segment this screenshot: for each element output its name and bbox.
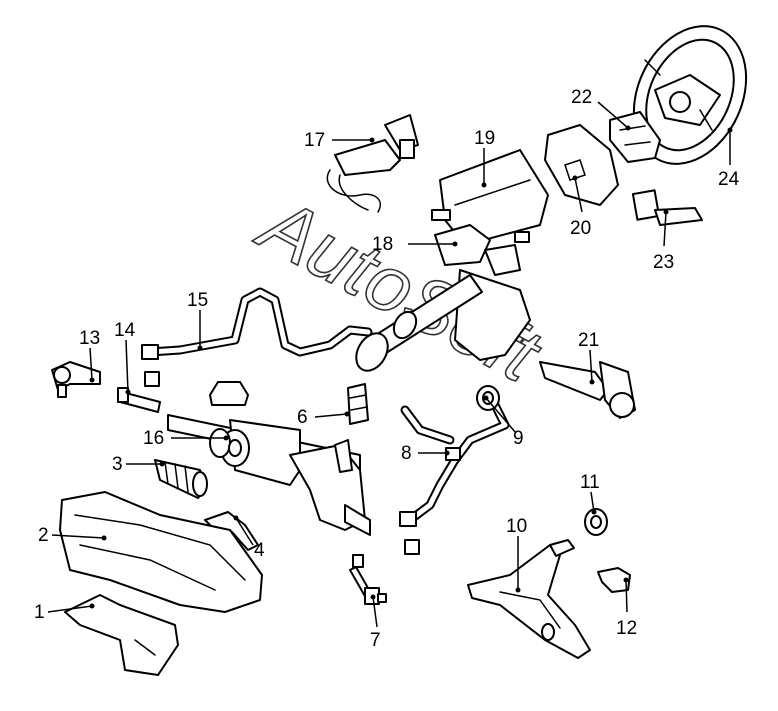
lower-control-arm-part bbox=[467, 539, 591, 659]
callout-10: 10 bbox=[506, 516, 527, 537]
steering-wheel-part bbox=[632, 25, 748, 165]
stabilizer-link-part bbox=[349, 554, 387, 605]
callout-16: 16 bbox=[143, 428, 164, 449]
callout-8: 8 bbox=[401, 443, 412, 464]
rack-boot-part bbox=[154, 459, 208, 499]
rack-bushing-part bbox=[209, 428, 250, 467]
callout-3: 3 bbox=[112, 454, 123, 475]
steering-rack-part bbox=[167, 381, 371, 536]
lower-stabilizer-bar-part bbox=[399, 390, 510, 555]
steering-column-shaft-part bbox=[355, 269, 531, 372]
callout-20: 20 bbox=[570, 218, 591, 239]
combination-switch-part bbox=[631, 189, 703, 226]
bushing-bracket-part bbox=[597, 567, 631, 593]
callout-23: 23 bbox=[653, 252, 674, 273]
callout-7: 7 bbox=[370, 630, 381, 651]
callout-6: 6 bbox=[297, 407, 308, 428]
front-subframe-part bbox=[59, 491, 263, 613]
callout-13: 13 bbox=[79, 328, 100, 349]
callout-14: 14 bbox=[114, 320, 136, 341]
callout-19: 19 bbox=[474, 128, 495, 149]
callout-22: 22 bbox=[571, 87, 592, 108]
callout-2: 2 bbox=[38, 525, 49, 546]
callout-11: 11 bbox=[580, 472, 600, 493]
adjuster-part bbox=[117, 387, 161, 413]
callout-12: 12 bbox=[616, 618, 637, 639]
callout-24: 24 bbox=[718, 169, 740, 190]
clock-spring-part bbox=[609, 111, 661, 163]
subframe-bracket-part bbox=[64, 594, 179, 676]
ignition-lock-part bbox=[326, 114, 419, 213]
leader-lines bbox=[47, 101, 733, 628]
callout-21: 21 bbox=[578, 330, 599, 351]
arm-bushing-part bbox=[584, 508, 608, 536]
upper-column-housing-part bbox=[431, 149, 549, 246]
column-cover-part bbox=[544, 124, 619, 206]
callout-9: 9 bbox=[513, 428, 524, 449]
coupling-part bbox=[347, 383, 369, 425]
tie-rod-assembly-part bbox=[539, 361, 636, 419]
stabilizer-bar-part bbox=[141, 287, 373, 387]
tie-rod-end-part bbox=[51, 361, 101, 398]
callout-17: 17 bbox=[304, 130, 325, 151]
callout-1: 1 bbox=[34, 602, 45, 623]
callout-15: 15 bbox=[187, 290, 208, 311]
callout-18: 18 bbox=[372, 234, 393, 255]
column-bracket-part bbox=[434, 224, 521, 276]
callout-4: 4 bbox=[254, 540, 265, 561]
